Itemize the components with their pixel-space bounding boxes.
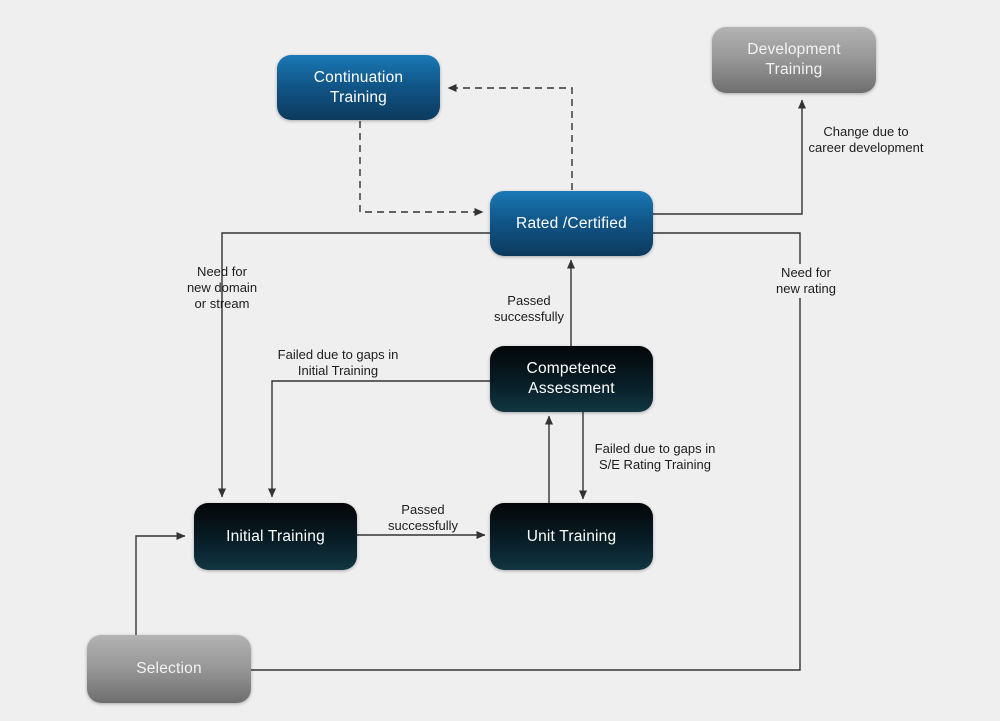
label-need-for-new-rating: Need for new rating: [773, 264, 839, 298]
node-continuation-training: Continuation Training: [277, 55, 440, 120]
edge-rated-to-continuation: [447, 84, 573, 190]
edge-competence-to-initial: [268, 380, 490, 498]
node-initial-training: Initial Training: [194, 503, 357, 570]
label-need-for-new-domain-or-stream: Need for new domain or stream: [186, 264, 258, 311]
node-competence-assessment: Competence Assessment: [490, 346, 653, 412]
node-development-training: Development Training: [712, 27, 876, 93]
edge-rated-to-development: [653, 99, 806, 215]
node-selection: Selection: [87, 635, 251, 703]
edge-selection-to-initial: [135, 532, 186, 635]
edge-rated-to-initial: [218, 232, 490, 498]
label-change-due-to-career-development: Change due to career development: [808, 124, 924, 155]
label-failed-gaps-se-rating-training: Failed due to gaps in S/E Rating Trainin…: [594, 441, 716, 472]
node-rated-certified: Rated /Certified: [490, 191, 653, 256]
edge-continuation-to-rated: [359, 121, 484, 216]
node-unit-training: Unit Training: [490, 503, 653, 570]
edge-need-new-rating: [251, 232, 801, 671]
label-failed-gaps-initial-training: Failed due to gaps in Initial Training: [277, 347, 399, 378]
label-passed-successfully-lower: Passed successfully: [387, 502, 459, 533]
label-passed-successfully-upper: Passed successfully: [493, 293, 565, 324]
